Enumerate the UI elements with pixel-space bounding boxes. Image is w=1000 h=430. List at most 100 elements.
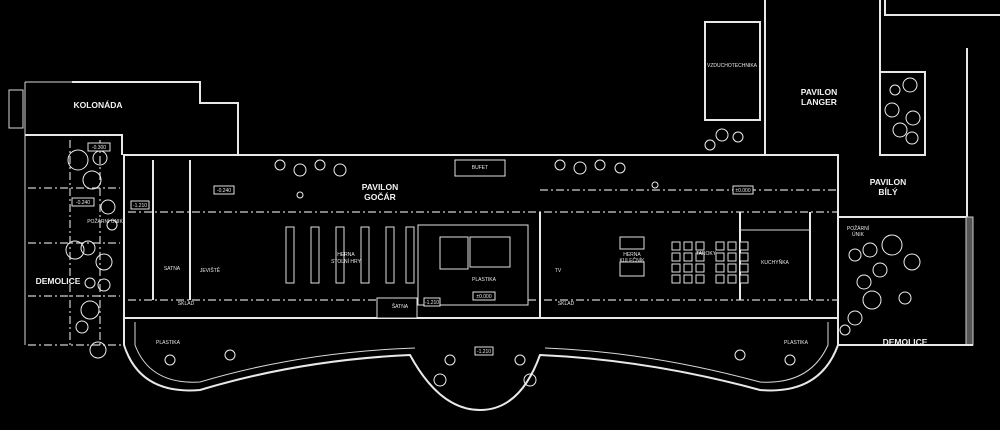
- chair: [739, 263, 749, 273]
- demolice-left-grid: [28, 140, 122, 346]
- tree-icon: [67, 149, 89, 171]
- chair: [695, 263, 705, 273]
- chair: [695, 274, 705, 284]
- tree-icon: [554, 159, 566, 171]
- tree-icon: [65, 240, 85, 260]
- chair: [683, 241, 693, 251]
- label-herna-stolni-2: STOLNÍ HRY: [331, 258, 361, 265]
- tree-icon: [903, 253, 921, 271]
- label-demolice-left: DEMOLICE: [36, 276, 81, 286]
- tree-icon: [881, 234, 903, 256]
- game-tables: [285, 226, 415, 284]
- label-kuchynka: KUCHYŇKA: [761, 259, 789, 266]
- tree-icon: [734, 349, 746, 361]
- label-sklad-left: SKLAD: [178, 301, 195, 307]
- tree-icon: [704, 139, 716, 151]
- level-mark: -1.210: [425, 300, 439, 306]
- label-pavilon-bily-2: BÍLÝ: [878, 186, 898, 197]
- tree-icon: [84, 277, 96, 289]
- level-mark: -0.240: [217, 188, 231, 194]
- label-pavilon-gocar-1: PAVILON: [362, 182, 399, 192]
- tree-icon: [784, 354, 796, 366]
- table: [360, 226, 370, 284]
- tree-icon: [889, 84, 901, 96]
- tree-icon: [902, 77, 918, 93]
- chair: [695, 252, 705, 262]
- tree-icon: [314, 159, 326, 171]
- trees: [65, 77, 921, 387]
- level-mark: ±0.000: [476, 294, 491, 300]
- chair: [727, 241, 737, 251]
- label-kolonada: KOLONÁDA: [73, 100, 122, 110]
- tree-icon: [905, 131, 919, 145]
- label-satna-center: ŠATNA: [392, 303, 409, 310]
- tree-icon: [89, 341, 107, 359]
- chair: [727, 252, 737, 262]
- tree-icon: [514, 354, 526, 366]
- table: [385, 226, 395, 284]
- tree-icon: [856, 274, 872, 290]
- label-taroky: TAROKY: [696, 251, 717, 257]
- tree-icon: [847, 310, 863, 326]
- label-pozarni-unik-right-2: ÚNIK: [852, 231, 865, 238]
- table: [335, 226, 345, 284]
- table: [285, 226, 295, 284]
- tree-icon: [333, 163, 347, 177]
- chair: [715, 252, 725, 262]
- label-jeviste: JEVIŠTĚ: [200, 266, 221, 274]
- tree-icon: [82, 170, 102, 190]
- kolonada-walls: [8, 81, 239, 345]
- tree-icon: [444, 354, 456, 366]
- label-demolice-right: DEMOLICE: [883, 337, 928, 347]
- tree-icon: [433, 373, 447, 387]
- label-pavilon-gocar-2: GOČÁR: [364, 191, 396, 202]
- tree-icon: [523, 373, 537, 387]
- chair: [671, 274, 681, 284]
- label-pavilon-langer-2: LANGER: [801, 97, 837, 107]
- chair: [739, 274, 749, 284]
- arcade: [123, 318, 839, 412]
- chair: [727, 274, 737, 284]
- tree-icon: [862, 242, 878, 258]
- tree-icon: [898, 291, 912, 305]
- chair: [683, 274, 693, 284]
- label-pavilon-langer-1: PAVILON: [801, 87, 838, 97]
- table: [405, 226, 415, 284]
- top-right-pavilions: [704, 0, 1000, 346]
- label-pozarni-unik-left: POŽÁRNÍ ÚNIK: [87, 217, 123, 225]
- tree-icon: [614, 162, 626, 174]
- chair: [683, 263, 693, 273]
- tree-icon: [224, 349, 236, 361]
- tree-icon: [905, 110, 921, 126]
- level-mark: -0.240: [76, 200, 90, 206]
- label-plastika-left: PLASTIKA: [156, 340, 181, 346]
- chair: [727, 263, 737, 273]
- tree-icon: [862, 290, 882, 310]
- label-pavilon-bily-1: PAVILON: [870, 177, 907, 187]
- chair: [671, 263, 681, 273]
- tree-icon: [594, 159, 606, 171]
- label-tv: TV: [555, 268, 562, 274]
- level-marks: -0.240 -0.240 -0.300 -1.210 ±0.000 -1.21…: [71, 142, 754, 356]
- label-herna-kulecnik-1: HERNA: [623, 252, 641, 258]
- label-herna-stolni-1: HERNA: [337, 252, 355, 258]
- label-herna-kulecnik-2: KULEČNÍK: [619, 257, 645, 264]
- label-bufet: BUFET: [472, 165, 488, 171]
- table: [310, 226, 320, 284]
- tree-icon: [106, 219, 118, 231]
- label-plastika-right: PLASTIKA: [784, 340, 809, 346]
- tree-icon: [274, 159, 286, 171]
- chair: [715, 241, 725, 251]
- chair-grid: [671, 241, 749, 284]
- tree-icon: [164, 354, 176, 366]
- tree-icon: [732, 131, 744, 143]
- level-mark: -0.300: [92, 145, 106, 151]
- chair: [739, 241, 749, 251]
- tree-icon: [892, 122, 908, 138]
- chair: [695, 241, 705, 251]
- tree-icon: [848, 248, 862, 262]
- chair: [671, 252, 681, 262]
- tree-icon: [80, 240, 96, 256]
- tree-icon: [872, 262, 888, 278]
